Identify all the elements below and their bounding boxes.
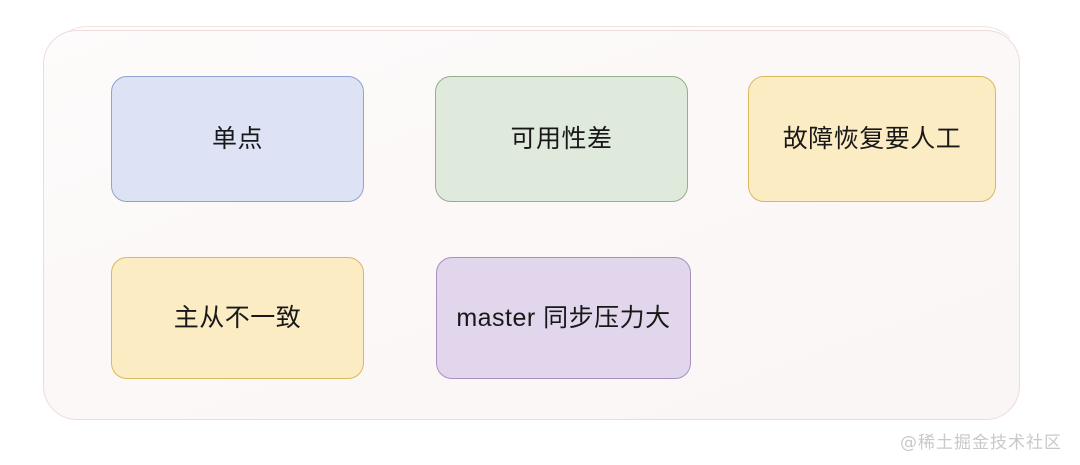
node-label: 单点 bbox=[211, 124, 263, 153]
node-low-availability[interactable]: 可用性差 bbox=[435, 76, 688, 202]
problem-group-container: 单点 可用性差 故障恢复要人工 主从不一致 master 同步压力大 bbox=[43, 30, 1020, 420]
node-master-pressure[interactable]: master 同步压力大 bbox=[436, 257, 691, 379]
node-label: 可用性差 bbox=[510, 124, 613, 153]
node-label: 主从不一致 bbox=[173, 303, 302, 332]
node-label: master 同步压力大 bbox=[456, 303, 671, 332]
node-inconsistency[interactable]: 主从不一致 bbox=[111, 257, 364, 379]
node-manual-recovery[interactable]: 故障恢复要人工 bbox=[748, 76, 996, 202]
node-label: 故障恢复要人工 bbox=[782, 124, 962, 153]
watermark: @稀土掘金技术社区 bbox=[900, 433, 1062, 453]
node-single-point[interactable]: 单点 bbox=[111, 76, 364, 202]
